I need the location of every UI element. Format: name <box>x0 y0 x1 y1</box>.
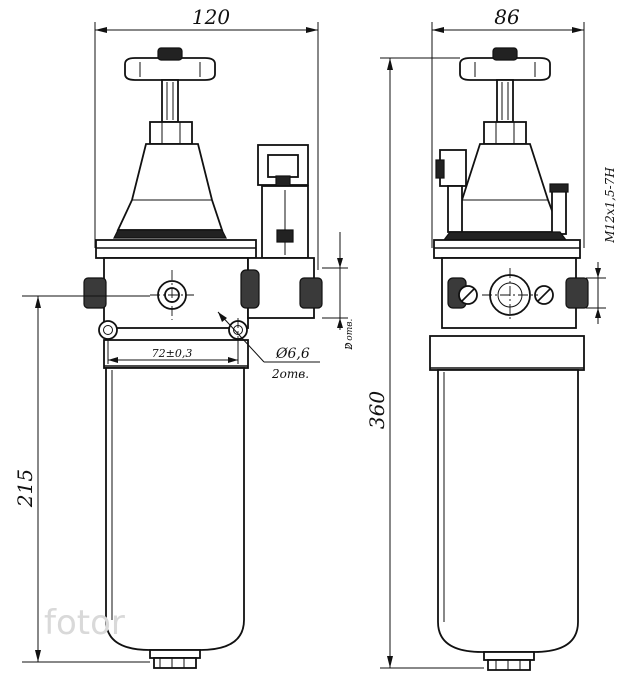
front-handwheel <box>124 57 216 81</box>
front-stem <box>161 79 179 123</box>
side-right-fitting <box>551 189 567 235</box>
front-left-port <box>83 277 107 309</box>
side-stem <box>496 79 514 123</box>
front-view <box>83 47 323 669</box>
side-bowl <box>437 369 579 653</box>
front-drain <box>149 649 201 659</box>
front-body-top <box>95 239 257 259</box>
dim-thread: M12x1,5-7H <box>603 167 617 244</box>
dim-hole-count: 2отв. <box>271 367 309 381</box>
dimension-lines <box>22 22 606 669</box>
watermark-logo: fotor <box>44 603 125 643</box>
side-body-top <box>433 239 581 259</box>
side-collar <box>429 335 585 371</box>
side-view <box>429 47 589 671</box>
dim-front-height: 215 <box>13 469 37 508</box>
front-bonnet <box>116 143 224 231</box>
dim-total-height: 360 <box>365 391 389 429</box>
side-hex-nut <box>483 121 527 145</box>
front-bowl <box>105 367 245 651</box>
front-collar <box>103 339 249 369</box>
front-hex-nut <box>149 121 193 145</box>
front-handwheel-cap <box>157 47 183 61</box>
side-handwheel <box>459 57 551 81</box>
front-mount-hole-left <box>98 320 118 340</box>
side-drain <box>483 651 535 661</box>
dim-side-width: 86 <box>494 5 520 29</box>
dim-hole-diameter: Ø6,6 <box>275 346 310 362</box>
dim-front-width: 120 <box>192 5 230 29</box>
dim-hole-spacing: 72±0,3 <box>152 347 193 360</box>
dim-small-2: D <box>345 342 355 350</box>
dim-small-1: 2 отв. <box>345 319 355 351</box>
